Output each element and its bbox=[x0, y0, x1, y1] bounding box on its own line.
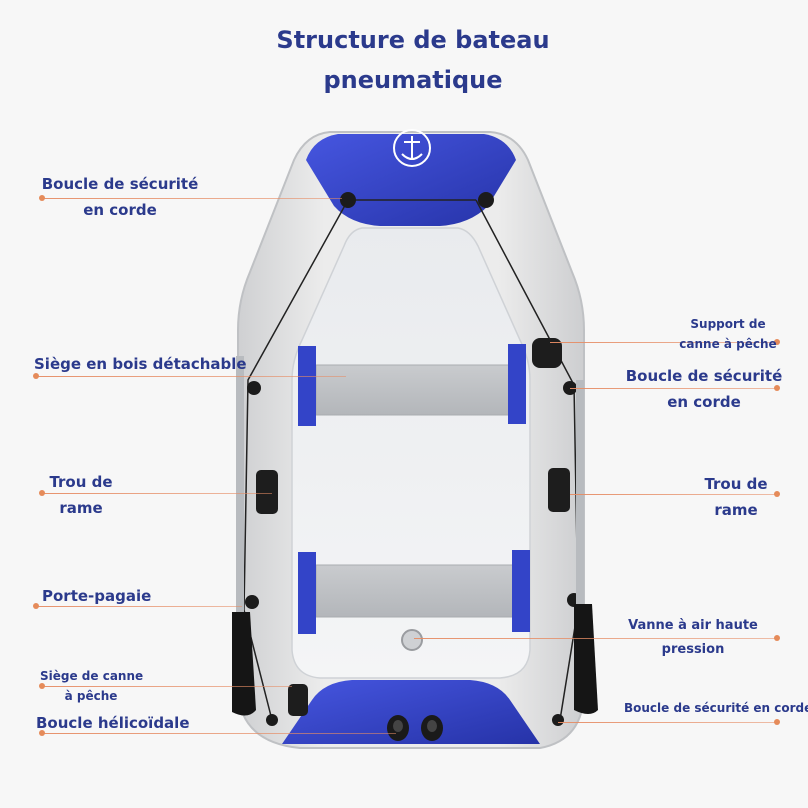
leader-porte-pagaie bbox=[36, 606, 242, 607]
label-porte-pagaie: Porte-pagaie bbox=[42, 587, 152, 605]
fishing-rod-support bbox=[532, 338, 562, 368]
leader-dot bbox=[39, 730, 45, 736]
leader-dot bbox=[33, 603, 39, 609]
rear-seat bbox=[315, 564, 515, 618]
leader-dot bbox=[39, 490, 45, 496]
leader-siege-bois bbox=[36, 376, 346, 377]
fishing-rod-seat bbox=[288, 684, 308, 716]
leader-dot bbox=[774, 719, 780, 725]
oar-blade-right bbox=[574, 604, 598, 714]
label-boucle-corde-left-line1: Boucle de sécurité bbox=[41, 175, 199, 193]
label-boucle-corde-left-line2: en corde bbox=[83, 201, 157, 219]
leader-siege-canne bbox=[42, 686, 292, 687]
diagram-title-line1: Structure de bateau bbox=[276, 26, 550, 54]
bow-blue-panel bbox=[306, 134, 516, 226]
label-trou-rame-right-line2: rame bbox=[714, 501, 758, 519]
air-valve-icon bbox=[401, 629, 423, 651]
label-trou-rame-left-line2: rame bbox=[59, 499, 103, 517]
leader-dot bbox=[774, 635, 780, 641]
bow-anchor-logo bbox=[393, 129, 431, 167]
leader-support-canne bbox=[550, 342, 778, 343]
label-boucle-corde-right-line1: Boucle de sécurité bbox=[625, 367, 783, 385]
front-seat bbox=[315, 364, 513, 416]
oar-shaft-left bbox=[236, 356, 244, 618]
label-trou-rame-left-line1: Trou de bbox=[49, 473, 113, 491]
label-vanne-air-line1: Vanne à air haute bbox=[628, 618, 758, 633]
label-boucle-helicoidale: Boucle hélicoïdale bbox=[36, 714, 190, 732]
label-siege-canne-line2: à pêche bbox=[64, 689, 118, 703]
leader-dot bbox=[774, 339, 780, 345]
leader-boucle-corde-bottom bbox=[558, 722, 778, 723]
oarlock-right bbox=[548, 468, 570, 512]
label-boucle-corde-bottom: Boucle de sécurité en corde bbox=[624, 701, 808, 715]
label-boucle-corde-right-line2: en corde bbox=[667, 393, 741, 411]
label-trou-rame-right-line1: Trou de bbox=[704, 475, 768, 493]
label-support-canne-line2: canne à pêche bbox=[679, 337, 777, 351]
leader-dot bbox=[774, 491, 780, 497]
leader-dot bbox=[774, 385, 780, 391]
leader-trou-rame-left bbox=[42, 493, 272, 494]
leader-boucle-helicoidale bbox=[42, 733, 396, 734]
oar-blade-left bbox=[232, 612, 256, 716]
leader-vanne-air bbox=[414, 638, 778, 639]
oar-shaft-right bbox=[576, 380, 584, 610]
oarlock-left bbox=[256, 470, 278, 514]
leader-dot bbox=[39, 195, 45, 201]
leader-boucle-corde-left bbox=[42, 198, 342, 199]
leader-boucle-corde-right bbox=[570, 388, 778, 389]
label-siege-canne-line1: Siège de canne bbox=[40, 669, 144, 683]
leader-dot bbox=[39, 683, 45, 689]
label-vanne-air-line2: pression bbox=[661, 642, 725, 657]
label-siege-bois: Siège en bois détachable bbox=[34, 355, 247, 373]
stern-blue-panel bbox=[282, 680, 540, 744]
diagram-title-line2: pneumatique bbox=[323, 66, 503, 94]
leader-trou-rame-right bbox=[570, 494, 778, 495]
leader-dot bbox=[33, 373, 39, 379]
label-support-canne-line1: Support de bbox=[690, 317, 766, 331]
